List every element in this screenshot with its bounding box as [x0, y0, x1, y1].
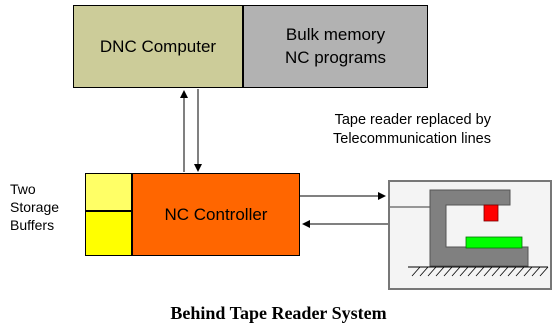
cutting-tool-icon	[483, 204, 499, 222]
storage-buffer-1	[85, 173, 132, 211]
nc-programs-label: NC programs	[284, 47, 387, 67]
storage-buffers-line3: Buffers	[10, 217, 55, 234]
storage-buffers-label: Two Storage Buffers	[10, 180, 59, 235]
dnc-computer-box: DNC Computer	[73, 5, 243, 88]
tape-note-line1: Tape reader replaced by	[334, 112, 491, 128]
c-frame-icon	[429, 189, 529, 267]
tape-reader-note: Tape reader replaced by Telecommunicatio…	[333, 111, 491, 149]
tape-note-line2: Telecommunication lines	[333, 130, 491, 147]
bulk-memory-box: Bulk memory NC programs	[243, 5, 428, 88]
dnc-computer-label: DNC Computer	[99, 36, 217, 56]
storage-buffer-2	[85, 211, 132, 256]
bulk-memory-label: Bulk memory	[285, 24, 386, 44]
diagram-caption: Behind Tape Reader System	[170, 303, 387, 323]
nc-controller-box: NC Controller	[132, 173, 300, 256]
storage-buffers-line2: Storage	[10, 199, 60, 216]
ground-hatching	[411, 266, 549, 277]
nc-controller-label: NC Controller	[164, 204, 268, 224]
storage-buffers-line1: Two	[10, 181, 36, 197]
workpiece-icon	[465, 236, 523, 249]
